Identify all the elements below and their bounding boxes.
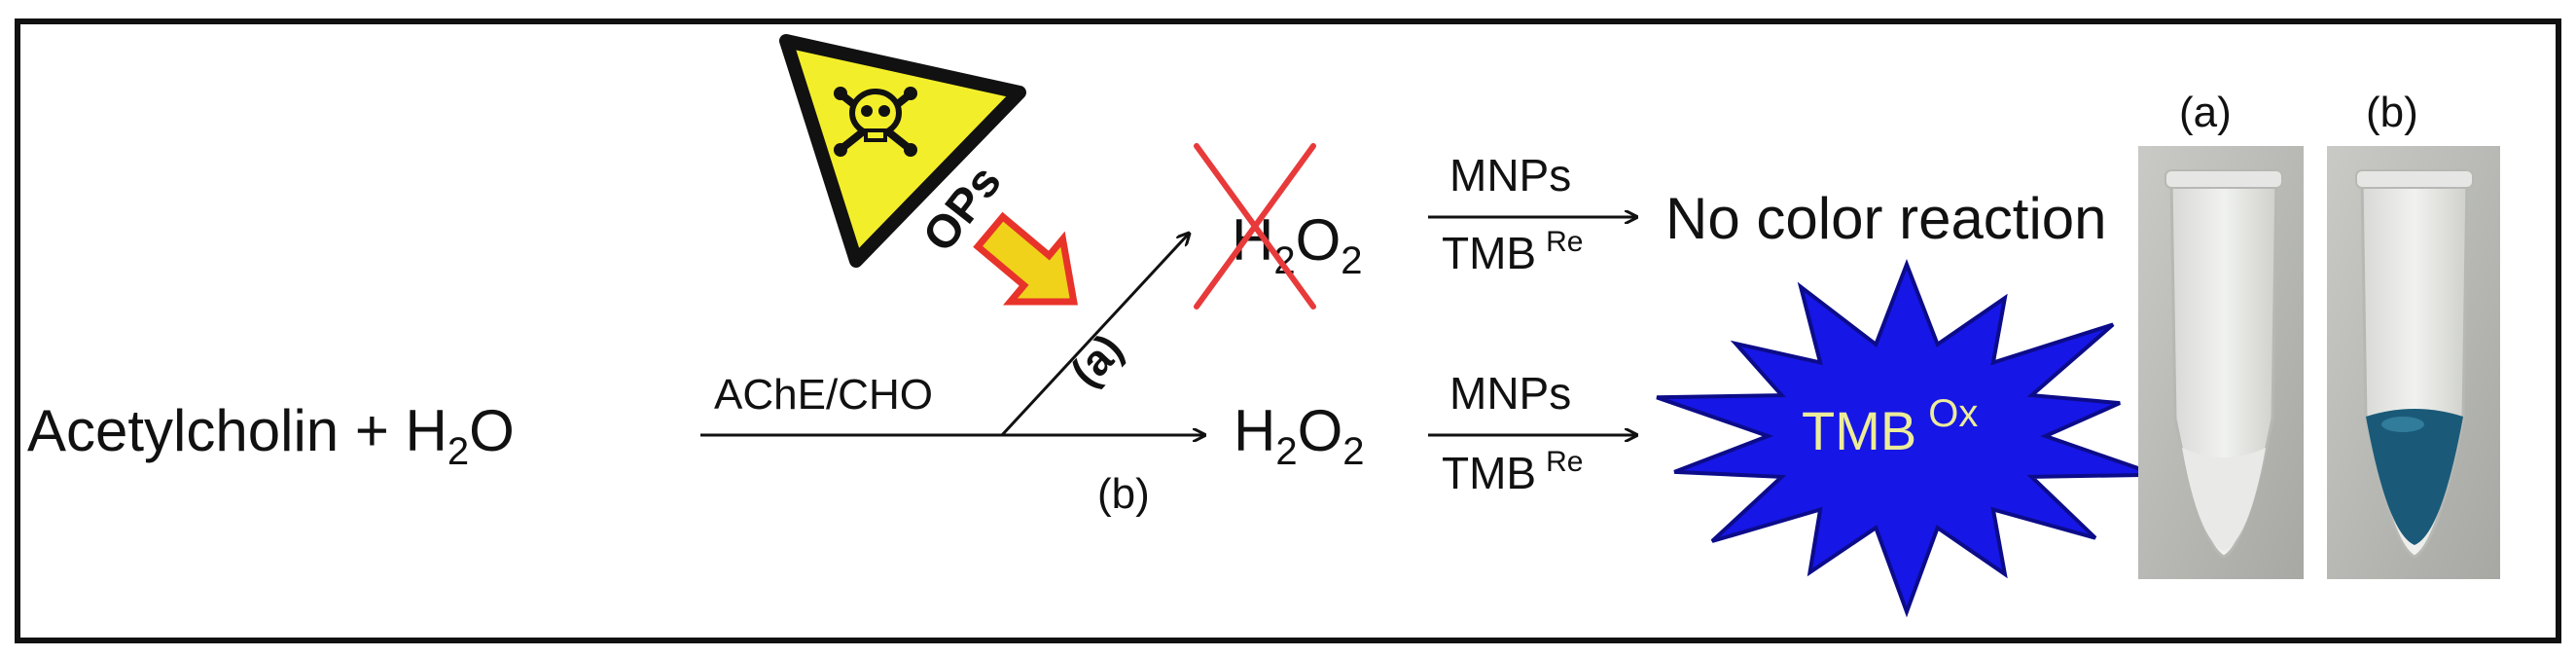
tube-b-photo (2327, 146, 2500, 579)
reactant-label: Acetylcholin + H2O (27, 398, 515, 473)
tube-b-label: (b) (2366, 89, 2418, 136)
oxidized-tmb-burst (1656, 259, 2158, 618)
inhibition-arrow (973, 211, 1078, 306)
tube-a-photo (2138, 146, 2304, 579)
cross-icon (1194, 143, 1316, 310)
path-b-product: H2O2 (1234, 398, 1365, 473)
skull-crossbones-icon (834, 87, 917, 157)
enzyme-label: AChE/CHO (714, 371, 933, 419)
figure-frame (15, 18, 2561, 643)
branch-a-arrow (1000, 234, 1189, 437)
path-b-label: (b) (1097, 470, 1150, 518)
tube-a-label: (a) (2179, 89, 2232, 136)
path-a-result: No color reaction (1665, 186, 2107, 251)
path-b-catalyst: MNPs (1449, 368, 1571, 419)
path-a-catalyst: MNPs (1449, 150, 1571, 201)
blue-solution (2366, 409, 2463, 545)
